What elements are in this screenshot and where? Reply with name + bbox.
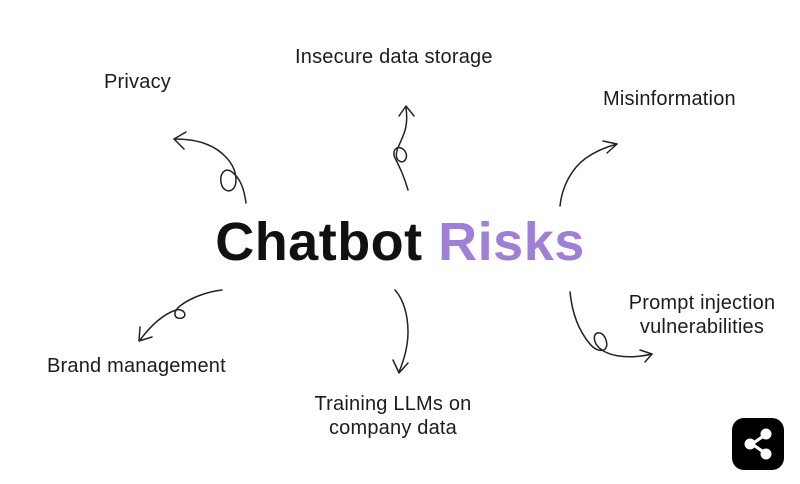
arrow-brand-management [138, 289, 223, 342]
risk-label-training-llms: Training LLMs on company data [298, 392, 488, 440]
arrow-insecure-data-storage [393, 105, 415, 191]
risk-label-insecure-data-storage: Insecure data storage [295, 46, 493, 68]
risk-label-brand-management: Brand management [47, 355, 226, 377]
title-word-risks: Risks [438, 212, 585, 272]
risk-label-training-llms-line2: company data [328, 417, 458, 439]
arrow-training-llms [392, 289, 409, 374]
share-icon [744, 428, 772, 460]
diagram-title: Chatbot Risks [0, 210, 800, 274]
risk-label-misinformation: Misinformation [603, 88, 736, 110]
risk-label-privacy: Privacy [104, 71, 171, 93]
risk-label-training-llms-line1: Training LLMs on [314, 393, 472, 415]
risk-label-prompt-injection: Prompt injection vulnerabilities [612, 291, 792, 339]
arrow-privacy [173, 131, 247, 204]
risk-label-prompt-injection-line1: Prompt injection [628, 292, 776, 314]
share-button[interactable] [732, 418, 784, 470]
risk-label-prompt-injection-line2: vulnerabilities [639, 316, 765, 338]
arrow-misinformation [559, 140, 618, 207]
title-word-chatbot: Chatbot [215, 212, 423, 272]
arrow-prompt-injection [569, 291, 653, 363]
